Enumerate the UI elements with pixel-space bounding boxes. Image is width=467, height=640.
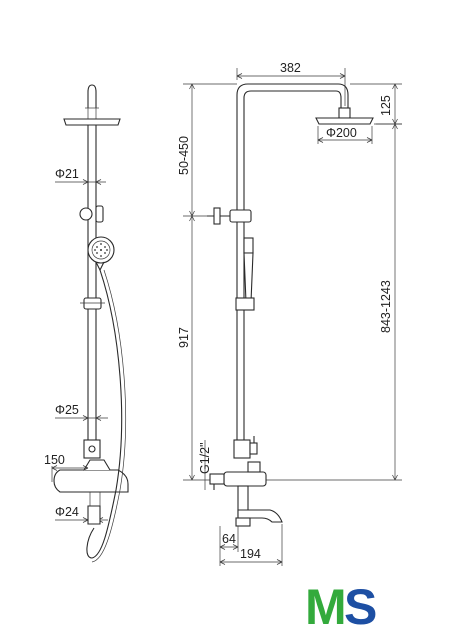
logo-letter-s: S [344,579,377,635]
ms-logo: M S [305,579,377,635]
dim-64: 64 [222,532,236,546]
dim-50-450: 50-450 [177,136,191,175]
dim-382: 382 [280,61,301,75]
dim-phi24: Φ24 [55,505,79,519]
side-hose [86,269,123,559]
front-mixer-lever [247,461,261,473]
hand-shower-nozzles [94,243,108,257]
logo-letter-m: M [305,579,347,635]
front-hand-shower-handle [243,252,254,303]
front-top-arm-outer [236,83,349,440]
side-overhead-shower-head [63,118,121,126]
side-view: Φ21 Φ25 150 Φ24 [44,84,129,563]
side-wall-bracket [79,207,93,221]
dim-phi21: Φ21 [55,167,79,181]
dim-phi25: Φ25 [55,403,79,417]
side-sliding-holder [83,297,102,310]
dim-150: 150 [44,453,65,467]
front-hand-shower-head [243,237,254,254]
side-top-arm [87,84,97,108]
front-top-arm-inner [243,90,342,440]
dim-125: 125 [379,95,393,116]
side-mixer-body [53,469,129,493]
side-spout [87,505,101,525]
front-diverter [233,439,251,459]
dim-194: 194 [240,547,261,561]
front-mixer-body [223,471,267,487]
dim-843-1243: 843-1243 [379,280,393,333]
dim-g12: G1/2" [198,442,212,474]
dim-phi200: Φ200 [326,126,357,140]
front-head-connector [338,107,351,119]
front-sliding-holder [235,297,255,311]
front-left-connector [209,473,225,485]
front-wall-bracket [229,209,252,223]
dim-917: 917 [177,327,191,348]
front-view: 382 125 Φ200 50-450 917 [177,61,402,566]
front-overhead-shower-head [315,117,374,125]
side-mixer-lever [83,459,111,471]
front-spout [237,509,283,523]
